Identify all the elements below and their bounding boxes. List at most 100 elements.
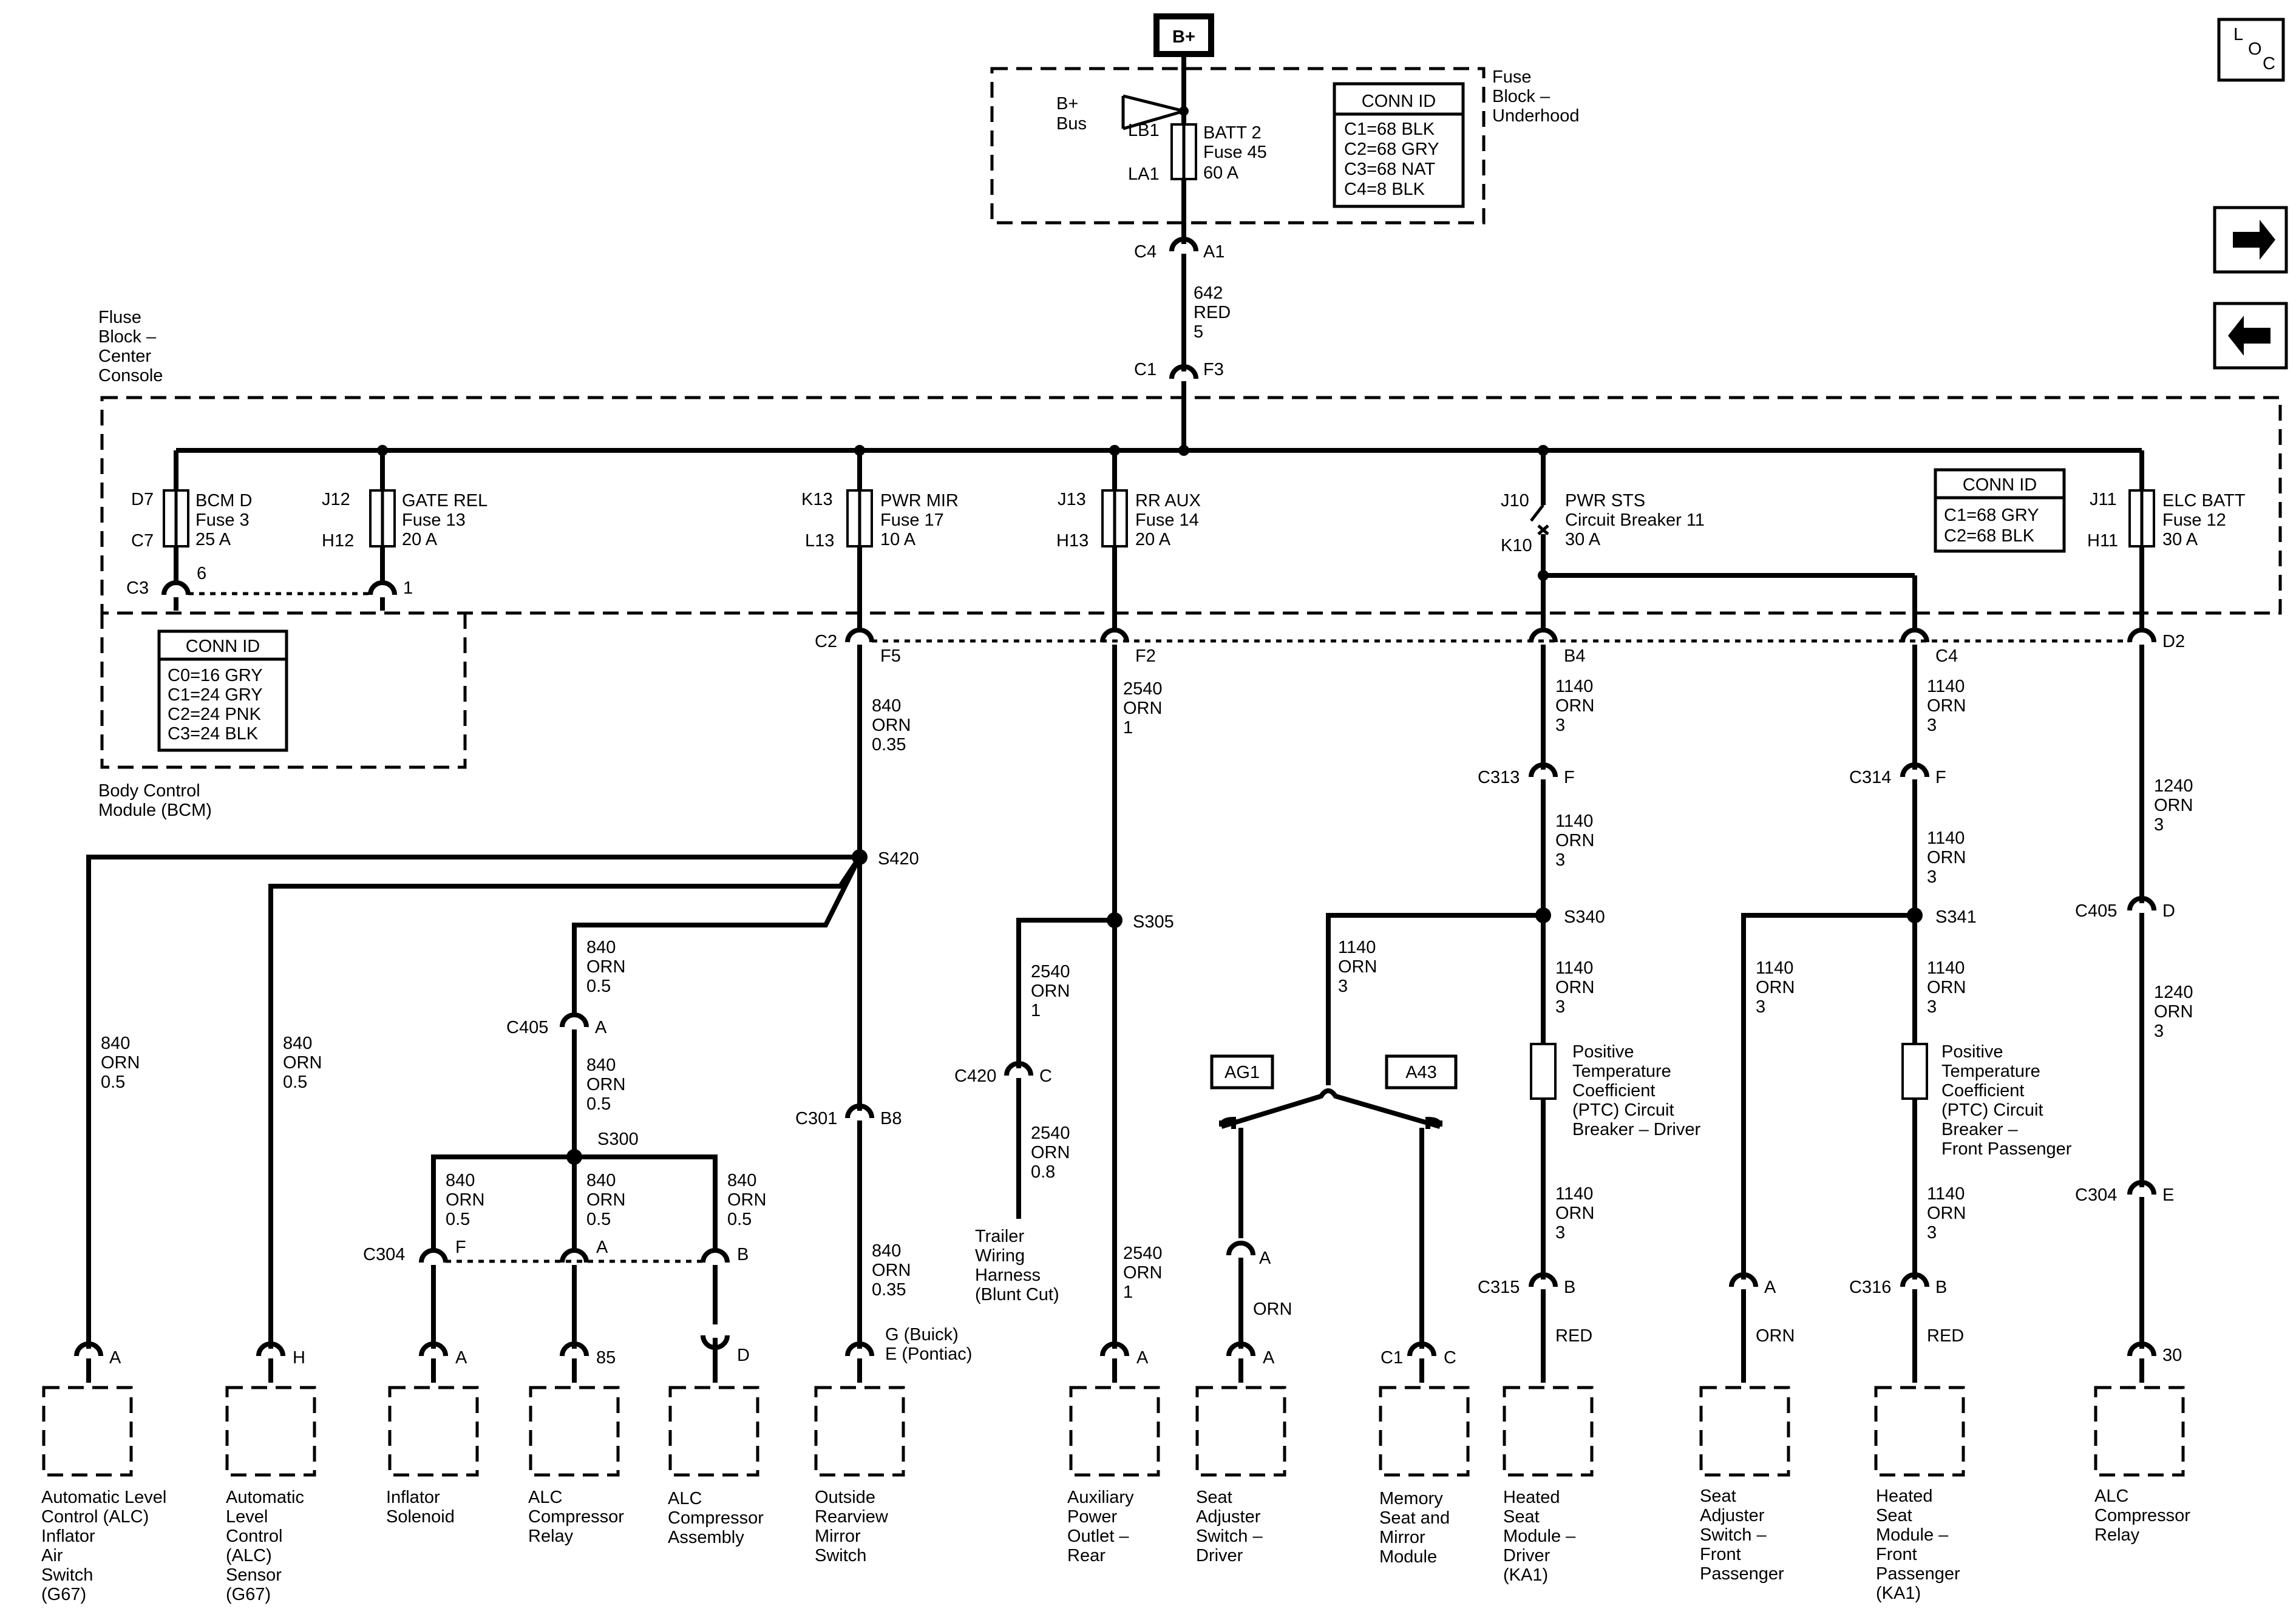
loc-indicator[interactable]: L O C: [2217, 18, 2285, 82]
component-alc-compressor-assembly: D ALC Compressor Assembly: [668, 1346, 764, 1547]
diagram-label: Relay: [528, 1527, 574, 1546]
diagram-label: Relay: [2094, 1525, 2140, 1545]
diagram-label: PWR MIR: [880, 491, 959, 510]
diagram-label: 3: [1555, 716, 1565, 735]
diagram-label: C: [1039, 1066, 1052, 1086]
diagram-label: 2540: [1031, 962, 1070, 981]
diagram-label: (PTC) Circuit: [1941, 1100, 2043, 1120]
diagram-label: ALC: [668, 1489, 702, 1508]
diagram-label: Front: [1876, 1545, 1917, 1564]
diagram-label: ORN: [872, 1261, 911, 1280]
diagram-label: Driver: [1196, 1546, 1243, 1565]
diagram-label: C1: [1381, 1348, 1403, 1368]
diagram-label: Fuse 13: [402, 510, 466, 530]
diagram-label: ORN: [727, 1190, 766, 1210]
diagram-label: A: [455, 1348, 467, 1368]
diagram-label: C1=68 BLK: [1344, 120, 1435, 139]
diagram-label: H12: [322, 531, 354, 551]
diagram-label: 3: [1927, 716, 1937, 735]
diagram-label: Wiring: [975, 1246, 1025, 1266]
diagram-label: Module (BCM): [98, 801, 212, 820]
diagram-label: Sensor: [226, 1565, 282, 1585]
diagram-label: CONN ID: [1963, 475, 2037, 495]
diagram-label: 0.5: [586, 1210, 611, 1229]
diagram-label: 1: [1031, 1001, 1041, 1020]
component-alc-sensor: H Automatic Level Control (ALC) Sensor (…: [225, 1341, 316, 1604]
diagram-label: 0.5: [446, 1210, 470, 1229]
diagram-label: ORN: [1338, 957, 1377, 977]
diagram-label: C4=8 BLK: [1344, 180, 1425, 199]
diagram-label: 1140: [1927, 677, 1965, 696]
diagram-label: Switch: [815, 1546, 866, 1565]
diagram-label: ORN: [1253, 1300, 1292, 1319]
diagram-label: L13: [805, 531, 834, 551]
diagram-label: S300: [597, 1130, 639, 1149]
diagram-label: C313: [1478, 768, 1520, 787]
diagram-label: O: [2248, 39, 2262, 59]
diagram-label: Auxiliary: [1067, 1488, 1134, 1507]
conn-id-underhood: CONN ID C1=68 BLK C2=68 GRY C3=68 NAT C4…: [1333, 82, 1465, 208]
diagram-label: C315: [1478, 1278, 1520, 1297]
diagram-label: ORN: [1927, 978, 1966, 997]
diagram-label: ORN: [1123, 1263, 1162, 1283]
diagram-label: ORN: [1927, 696, 1966, 716]
next-page-button[interactable]: [2213, 206, 2288, 274]
diagram-label: F: [1935, 768, 1946, 787]
diagram-label: Module –: [1503, 1527, 1576, 1546]
diagram-label: Memory: [1379, 1489, 1443, 1508]
diagram-label: 642: [1194, 283, 1223, 303]
diagram-label: RED: [1927, 1326, 1964, 1346]
diagram-label: Circuit Breaker 11: [1565, 510, 1705, 530]
diagram-label: Front: [1700, 1545, 1741, 1564]
diagram-label: Compressor: [528, 1507, 624, 1527]
center-console-fuse-block: Fluse Block – Center Console D7 C7 BCM D…: [98, 308, 2282, 631]
diagram-label: D: [2162, 901, 2175, 921]
diagram-label: ORN: [1927, 1204, 1966, 1223]
diagram-label: Control: [226, 1527, 283, 1546]
diagram-label: H13: [1056, 531, 1089, 551]
diagram-label: 1140: [1555, 958, 1593, 978]
diagram-label: 840: [872, 696, 901, 716]
diagram-label: ORN: [1555, 978, 1594, 997]
diagram-label: L: [2233, 25, 2243, 44]
diagram-label: BCM D: [195, 491, 252, 510]
diagram-label: Seat and: [1379, 1508, 1450, 1528]
diagram-label: 0.5: [586, 1094, 611, 1114]
diagram-label: A: [1764, 1278, 1776, 1297]
diagram-label: Inflator: [41, 1527, 95, 1546]
diagram-label: ORN: [446, 1190, 484, 1210]
diagram-label: Coefficient: [1572, 1081, 1656, 1100]
diagram-label: ORN: [1756, 978, 1795, 997]
diagram-label: 840: [586, 938, 616, 957]
arrow-right-icon: [2233, 220, 2275, 260]
diagram-label: C420: [954, 1066, 996, 1086]
diagram-label: CONN ID: [1362, 92, 1436, 111]
diagram-label: 20 A: [402, 530, 438, 549]
power-source-label: B+: [1172, 27, 1195, 47]
diagram-label: ORN: [1031, 981, 1070, 1001]
diagram-label: BATT 2: [1203, 123, 1262, 143]
diagram-label: Fuse 14: [1135, 510, 1199, 530]
diagram-label: Power: [1067, 1507, 1118, 1527]
diagram-label: B8: [880, 1109, 902, 1128]
prev-page-button[interactable]: [2213, 302, 2288, 370]
diagram-label: Passenger: [1876, 1564, 1960, 1584]
diagram-label: 2540: [1123, 679, 1163, 699]
diagram-label: GATE REL: [402, 491, 487, 510]
diagram-label: Front Passenger: [1941, 1139, 2072, 1159]
diagram-label: 6: [197, 564, 206, 583]
diagram-label: Switch –: [1700, 1525, 1767, 1545]
diagram-label: LB1: [1128, 121, 1160, 140]
diagram-label: J10: [1501, 491, 1529, 510]
diagram-label: C2=68 BLK: [1944, 526, 2035, 546]
diagram-label: 1: [403, 578, 413, 598]
diagram-label: A43: [1405, 1063, 1437, 1082]
conn-id-console: CONN ID C1=68 GRY C2=68 BLK: [1934, 468, 2066, 553]
diagram-label: B: [1935, 1278, 1947, 1297]
diagram-label: E (Pontiac): [885, 1344, 972, 1364]
diagram-label: C7: [131, 531, 154, 551]
diagram-label: ORN: [1555, 1204, 1594, 1223]
diagram-label: Solenoid: [386, 1507, 455, 1527]
diagram-label: 3: [1927, 867, 1937, 887]
diagram-label: 1240: [2154, 983, 2193, 1002]
